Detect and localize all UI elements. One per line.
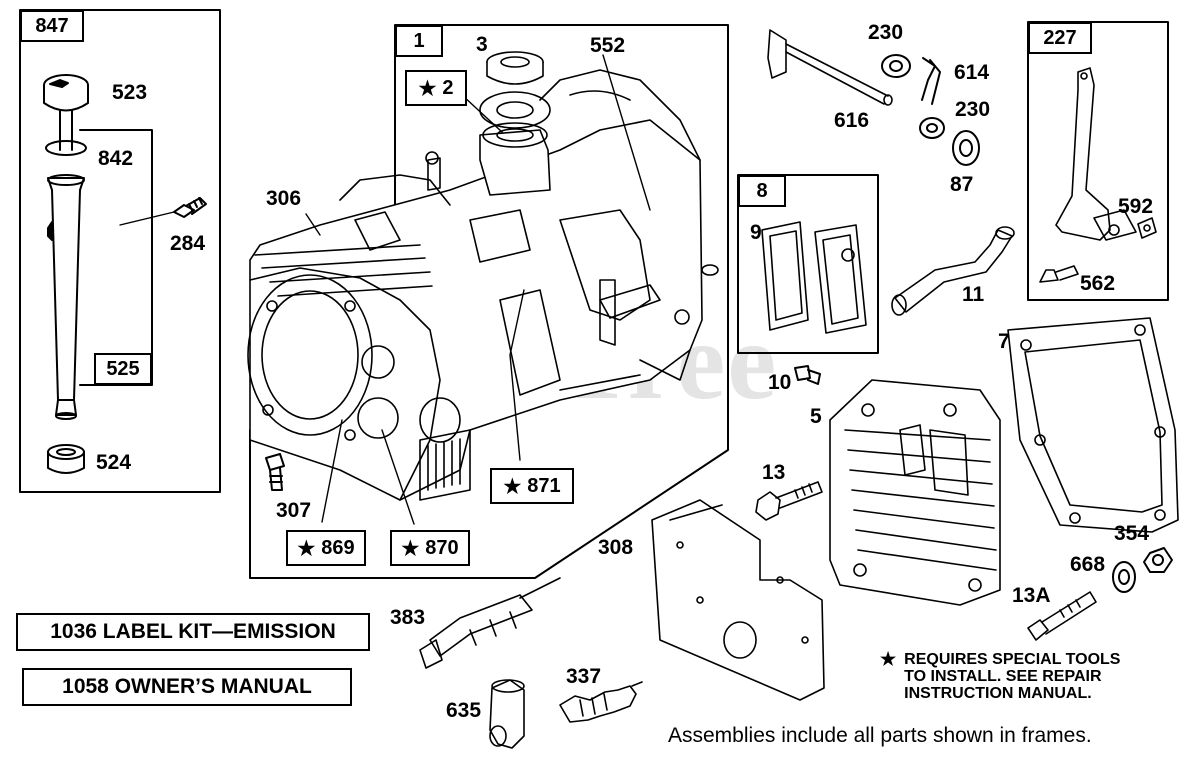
part-label-616: 616 (834, 109, 870, 132)
grommet-524-drawing (47, 444, 85, 474)
cylinder-head-drawing (829, 379, 1001, 606)
part-label-13a: 13A (1012, 584, 1051, 607)
assemblies-footnote: Assemblies include all parts shown in fr… (668, 724, 1092, 747)
starred-part-2-number: 2 (442, 76, 454, 99)
frame-227-label: 227 (1028, 22, 1092, 54)
kit-label-emission: 1036 LABEL KIT—EMISSION (16, 613, 370, 651)
part-label-230-lower: 230 (955, 98, 991, 121)
part-label-635: 635 (446, 699, 482, 722)
head-gasket-drawing (1007, 317, 1179, 533)
o-ring-842-drawing (45, 140, 87, 156)
frame-847-outline (19, 9, 221, 493)
frame-847-label: 847 (20, 10, 84, 42)
starred-part-871-number: 871 (527, 474, 561, 497)
part-label-308: 308 (598, 536, 634, 559)
hairpin-614-drawing (921, 57, 941, 105)
nut-354-drawing (1143, 547, 1173, 573)
part-label-552: 552 (590, 34, 626, 57)
part-label-668: 668 (1070, 553, 1106, 576)
screw-10-drawing (794, 365, 821, 385)
part-label-614: 614 (954, 61, 990, 84)
part-label-10: 10 (768, 371, 792, 394)
part-label-354: 354 (1114, 522, 1150, 545)
star-icon: ★ (418, 77, 437, 100)
note-line-3: INSTRUCTION MANUAL. (904, 685, 1092, 702)
dipstick-tube-drawing (47, 109, 85, 420)
governor-shaft-drawing (767, 29, 893, 106)
part-label-383: 383 (390, 606, 426, 629)
note-star-icon: ★ (880, 649, 897, 669)
starred-part-869: ★869 (286, 530, 366, 566)
spark-plug-drawing (559, 681, 643, 723)
part-label-524: 524 (96, 451, 132, 474)
spark-plug-boot-drawing (489, 679, 525, 749)
part-label-523: 523 (112, 81, 148, 104)
part-label-307: 307 (276, 499, 312, 522)
part-label-3: 3 (476, 33, 488, 56)
starred-part-870-number: 870 (425, 536, 459, 559)
starred-part-870: ★870 (390, 530, 470, 566)
frame-8-outline (737, 174, 879, 354)
starred-part-871: ★871 (490, 468, 574, 504)
leader-lines (119, 54, 651, 525)
spark-plug-tool-drawing (419, 577, 561, 669)
part-label-5: 5 (810, 405, 822, 428)
baffle-308-drawing (651, 499, 825, 701)
note-line-2: TO INSTALL. SEE REPAIR (904, 668, 1102, 685)
part-label-230-top: 230 (868, 21, 904, 44)
screw-284-drawing (173, 197, 207, 218)
breather-tube-drawing (891, 226, 1015, 316)
bolt-13-drawing (755, 481, 823, 521)
washer-230-lower-drawing (919, 117, 945, 139)
star-icon: ★ (503, 475, 522, 498)
star-icon: ★ (297, 537, 316, 560)
part-label-337: 337 (566, 665, 602, 688)
special-tools-note: ★ REQUIRES SPECIAL TOOLS TO INSTALL. SEE… (880, 649, 1121, 702)
part-label-562: 562 (1080, 272, 1116, 295)
part-label-13: 13 (762, 461, 786, 484)
gasket-9-drawing (761, 221, 867, 334)
part-label-842: 842 (98, 147, 134, 170)
note-line-1: REQUIRES SPECIAL TOOLS (904, 651, 1121, 668)
seal-87-drawing (952, 130, 980, 166)
washer-668-drawing (1112, 561, 1136, 593)
seal-3-drawing (486, 51, 544, 85)
frame-8-label: 8 (738, 175, 786, 207)
star-icon: ★ (401, 537, 420, 560)
part-label-9: 9 (750, 221, 762, 244)
part-label-306: 306 (266, 187, 302, 210)
dipstick-cap-drawing (43, 74, 89, 112)
starred-part-869-number: 869 (321, 536, 355, 559)
kit-owners-manual: 1058 OWNER’S MANUAL (22, 668, 352, 706)
cylinder-block-drawing (247, 69, 719, 501)
governor-lever-drawing (1039, 67, 1157, 283)
part-label-592: 592 (1118, 195, 1154, 218)
bolt-13a-drawing (1027, 591, 1097, 641)
part-label-284: 284 (170, 232, 206, 255)
washer-230-top-drawing (881, 54, 911, 78)
frame-525-label: 525 (94, 353, 152, 385)
frame-1-label: 1 (395, 25, 443, 57)
part-label-11: 11 (962, 283, 985, 306)
screw-307-drawing (265, 453, 285, 491)
starred-part-2: ★2 (405, 70, 467, 106)
part-label-87: 87 (950, 173, 974, 196)
part-label-7: 7 (998, 330, 1010, 353)
frame-525-outline (79, 129, 153, 386)
frame-227-outline (1027, 21, 1169, 301)
